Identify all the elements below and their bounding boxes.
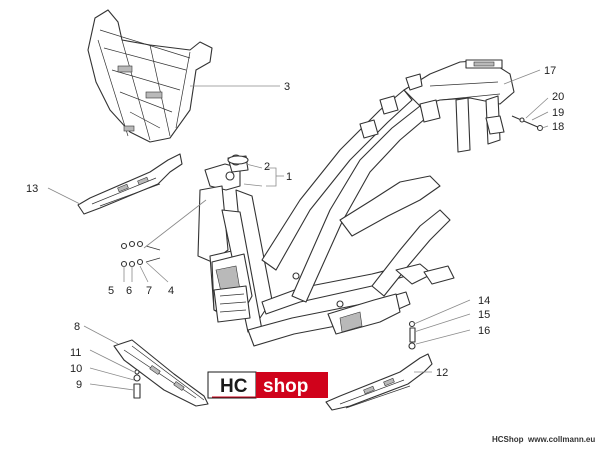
logo-shop: shop: [263, 376, 308, 397]
logo-hc: HC: [220, 376, 248, 397]
callout-16: 16: [478, 325, 490, 337]
callout-10: 10: [70, 363, 82, 375]
callout-11: 11: [70, 347, 81, 359]
callout-labels: 1 2 3 4 5 6 7 8 9 10 11 12 13 14 15 16 1…: [26, 65, 564, 391]
callout-5: 5: [108, 285, 114, 297]
callout-20: 20: [552, 91, 564, 103]
callout-3: 3: [284, 81, 290, 93]
hc-shop-logo: HC shop: [207, 371, 328, 399]
callout-2: 2: [264, 161, 270, 173]
callout-1: 1: [286, 171, 292, 183]
part-main-frame: [197, 59, 515, 347]
leader-lines: [47, 69, 549, 391]
callout-15: 15: [478, 309, 490, 321]
credit-line: HCShop www.collmann.eu: [492, 435, 595, 444]
callout-13: 13: [26, 183, 38, 195]
callout-7: 7: [146, 285, 152, 297]
callout-14: 14: [478, 295, 490, 307]
part-right-footrest: [325, 353, 433, 411]
callout-9: 9: [76, 379, 82, 391]
callout-19: 19: [552, 107, 564, 119]
part-left-footrest: [77, 153, 183, 215]
callout-12: 12: [436, 367, 448, 379]
callout-4: 4: [168, 285, 174, 297]
callout-18: 18: [552, 121, 564, 133]
part-lower-bracket: [113, 339, 209, 407]
credit-brand: HCShop: [492, 435, 524, 444]
callout-17: 17: [544, 65, 556, 77]
hardware-bolts: [120, 115, 544, 399]
part-rear-subframe: [87, 9, 213, 143]
callout-6: 6: [126, 285, 132, 297]
callout-8: 8: [74, 321, 80, 333]
credit-site: www.collmann.eu: [527, 435, 595, 444]
